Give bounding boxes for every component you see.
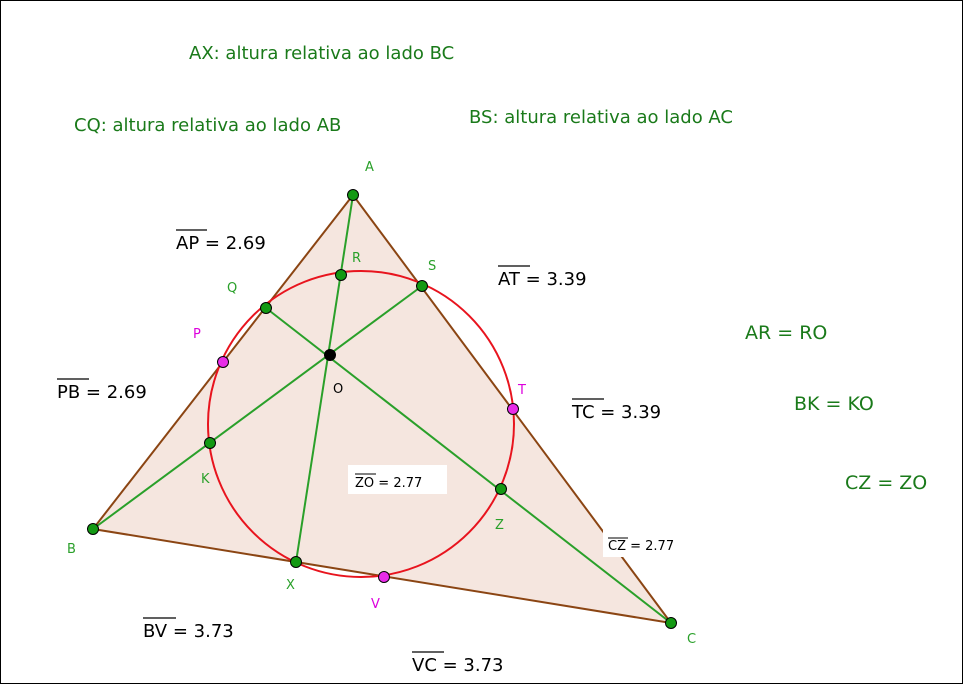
altitude-ax[interactable]: [295, 194, 354, 563]
point-v[interactable]: [378, 571, 390, 583]
altitude-bs[interactable]: [92, 285, 423, 530]
svg-text:AP = 2.69: AP = 2.69: [176, 233, 266, 254]
label-k: K: [201, 472, 210, 487]
label-r: R: [352, 251, 361, 266]
point-c[interactable]: [665, 617, 677, 629]
label-t: T: [517, 383, 526, 398]
measure-bv: BV = 3.73: [143, 617, 234, 642]
measure-ap: AP = 2.69: [176, 229, 266, 254]
svg-text:AT = 3.39: AT = 3.39: [498, 269, 587, 290]
point-t[interactable]: [507, 403, 519, 415]
label-c: C: [687, 632, 696, 647]
point-o[interactable]: [324, 349, 336, 361]
svg-text:VC = 3.73: VC = 3.73: [412, 655, 504, 676]
point-s[interactable]: [416, 280, 428, 292]
label-v: V: [371, 597, 380, 612]
point-z[interactable]: [495, 483, 507, 495]
measure-zo-box: ZO = 2.77: [348, 465, 447, 494]
svg-text:ZO = 2.77: ZO = 2.77: [355, 476, 422, 491]
caption-bk-ko: BK = KO: [794, 393, 874, 415]
svg-text:PB = 2.69: PB = 2.69: [57, 382, 147, 403]
point-p[interactable]: [217, 356, 229, 368]
label-z: Z: [495, 518, 504, 533]
label-o: O: [333, 382, 343, 397]
measure-pb: PB = 2.69: [57, 378, 147, 403]
nine-point-circle[interactable]: [207, 270, 515, 578]
measure-tc: TC = 3.39: [571, 398, 661, 423]
altitude-cq[interactable]: [265, 307, 672, 624]
measure-at: AT = 3.39: [498, 265, 587, 290]
svg-text:CZ = 2.77: CZ = 2.77: [608, 539, 674, 554]
point-q[interactable]: [260, 302, 272, 314]
caption-cz-zo: CZ = ZO: [845, 472, 927, 494]
svg-text:TC = 3.39: TC = 3.39: [571, 402, 661, 423]
point-r[interactable]: [335, 269, 347, 281]
caption-bs: BS: altura relativa ao lado AC: [469, 107, 733, 128]
point-k[interactable]: [204, 437, 216, 449]
caption-ar-ro: AR = RO: [745, 322, 827, 344]
label-s: S: [428, 259, 436, 274]
label-p: P: [193, 327, 201, 342]
svg-text:BV = 3.73: BV = 3.73: [143, 621, 234, 642]
measure-cz-box: CZ = 2.77: [603, 530, 694, 557]
label-a: A: [365, 160, 374, 175]
point-a[interactable]: [347, 189, 359, 201]
point-b[interactable]: [87, 523, 99, 535]
label-x: X: [286, 578, 295, 593]
caption-cq: CQ: altura relativa ao lado AB: [74, 115, 341, 136]
label-q: Q: [227, 281, 237, 296]
point-x[interactable]: [290, 556, 302, 568]
label-b: B: [67, 542, 76, 557]
caption-ax: AX: altura relativa ao lado BC: [189, 43, 454, 64]
measure-vc: VC = 3.73: [412, 651, 504, 676]
